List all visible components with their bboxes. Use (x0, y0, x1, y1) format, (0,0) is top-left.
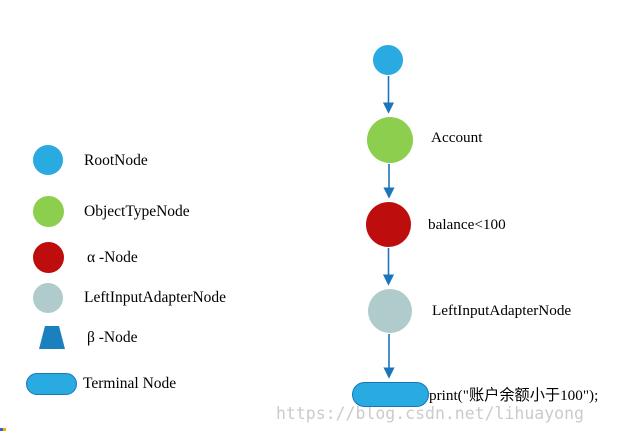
root-node (373, 45, 403, 75)
alpha-node-swatch-circle (33, 242, 64, 273)
terminal-node-label: print("账户余额小于100"); (429, 387, 599, 404)
speck-blue (0, 428, 3, 431)
legend-label-terminal-node: Terminal Node (83, 375, 177, 392)
legend-label-rootnode: RootNode (84, 151, 148, 169)
beta-node-swatch-trapezoid (39, 326, 65, 349)
legend-item-rootnode: RootNode (0, 145, 320, 176)
corner-pixel-artifact (0, 428, 6, 431)
watermark-url: https://blog.csdn.net/lihuayong (276, 404, 584, 423)
object-type-node-label: Account (431, 129, 483, 146)
legend-label-beta-node: β -Node (87, 328, 138, 346)
left-input-adapter-node (368, 289, 412, 333)
leftinputadapternode-swatch-circle (33, 283, 63, 313)
legend-item-terminal-node: Terminal Node (0, 373, 320, 395)
rootnode-swatch-circle (33, 145, 63, 175)
terminal-node (352, 382, 429, 407)
legend-item-alpha-node: α -Node (0, 242, 320, 273)
legend-label-alpha-node: α -Node (87, 248, 138, 266)
legend-item-leftinputadapternode: LeftInputAdapterNode (0, 283, 320, 313)
legend-label-leftinputadapternode: LeftInputAdapterNode (84, 289, 227, 306)
objecttypenode-swatch-circle (33, 196, 64, 227)
legend-label-objecttypenode: ObjectTypeNode (84, 202, 190, 220)
legend-item-objecttypenode: ObjectTypeNode (0, 196, 320, 227)
object-type-node (367, 117, 413, 163)
legend-item-beta-node: β -Node (0, 326, 320, 349)
left-input-adapter-node-label: LeftInputAdapterNode (432, 302, 572, 319)
speck-orange (3, 428, 6, 431)
terminal-node-swatch-pill (26, 373, 77, 395)
alpha-node (366, 202, 411, 247)
alpha-node-label: balance<100 (428, 216, 506, 233)
